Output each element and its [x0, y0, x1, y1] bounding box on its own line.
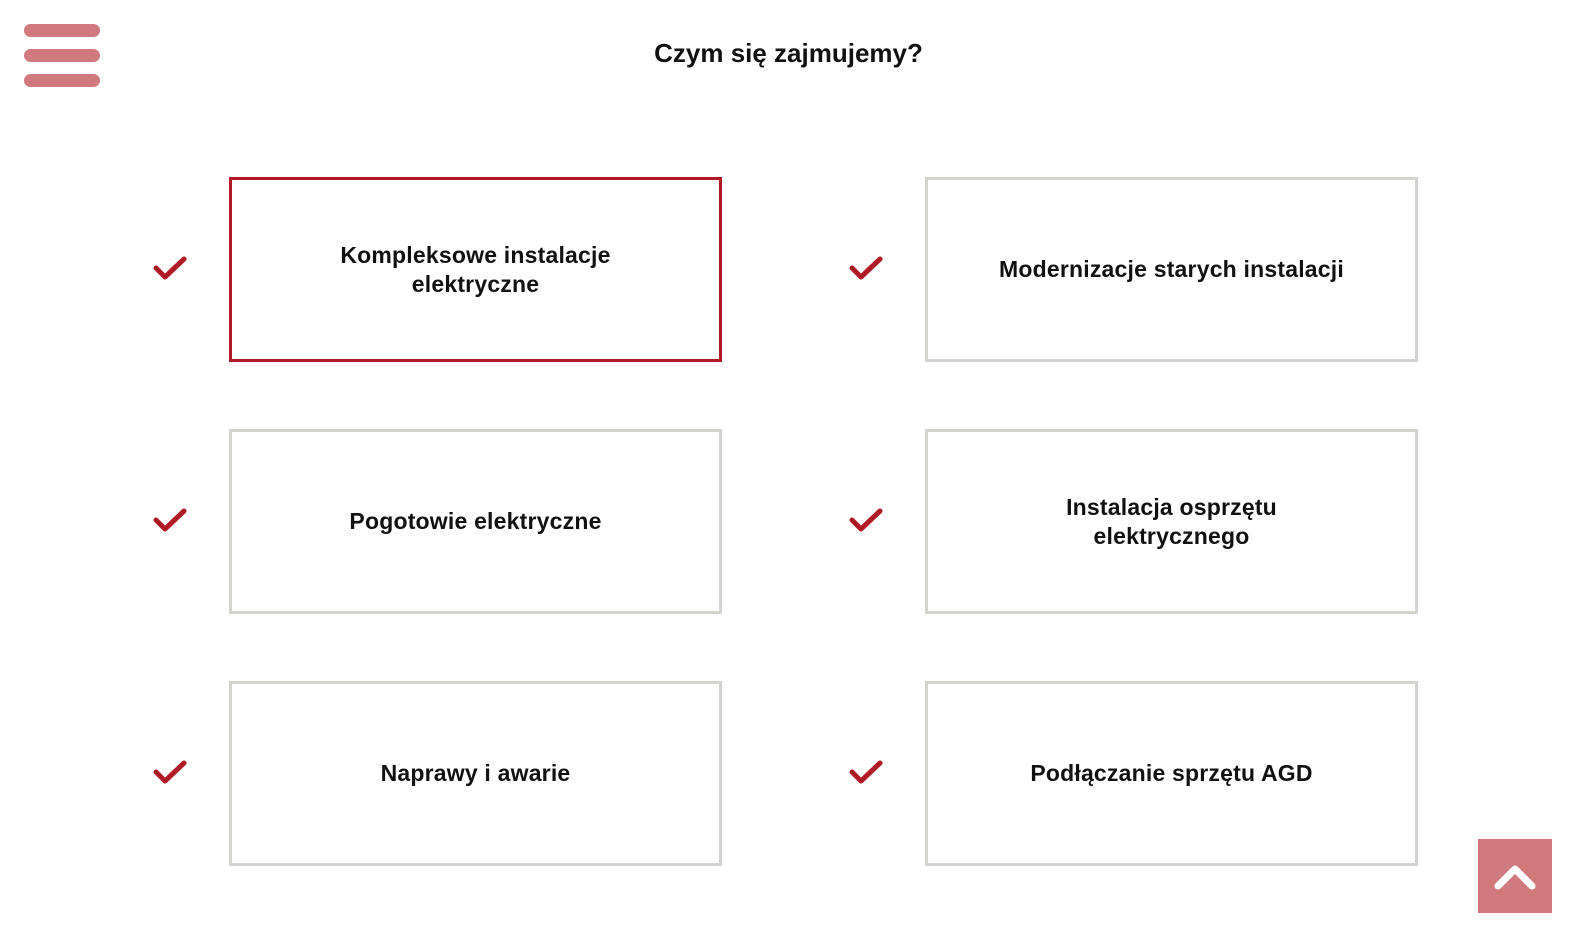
menu-bar [24, 24, 100, 37]
check-icon [153, 759, 187, 785]
check-icon [849, 255, 883, 281]
service-label: Instalacja osprzętu elektrycznego [1066, 493, 1277, 549]
menu-bar [24, 74, 100, 87]
service-card-osprzet[interactable]: Instalacja osprzętu elektrycznego [925, 429, 1418, 614]
hamburger-menu-icon[interactable] [24, 24, 100, 88]
service-label: Podłączanie sprzętu AGD [1030, 760, 1313, 786]
check-icon [153, 507, 187, 533]
scroll-to-top-button[interactable] [1478, 839, 1552, 913]
service-card-kompleksowe-instalacje[interactable]: Kompleksowe instalacje elektryczne [229, 177, 722, 362]
service-card-agd[interactable]: Podłączanie sprzętu AGD [925, 681, 1418, 866]
check-icon [849, 507, 883, 533]
service-label: Modernizacje starych instalacji [999, 256, 1344, 282]
service-label: Pogotowie elektryczne [349, 508, 602, 534]
service-label: Kompleksowe instalacje elektryczne [340, 241, 611, 297]
service-card-naprawy[interactable]: Naprawy i awarie [229, 681, 722, 866]
service-card-pogotowie[interactable]: Pogotowie elektryczne [229, 429, 722, 614]
chevron-up-icon [1494, 865, 1536, 890]
service-label: Naprawy i awarie [380, 760, 571, 786]
page-title: Czym się zajmujemy? [654, 38, 923, 68]
menu-bar [24, 49, 100, 62]
check-icon [849, 759, 883, 785]
service-card-modernizacje[interactable]: Modernizacje starych instalacji [925, 177, 1418, 362]
check-icon [153, 255, 187, 281]
